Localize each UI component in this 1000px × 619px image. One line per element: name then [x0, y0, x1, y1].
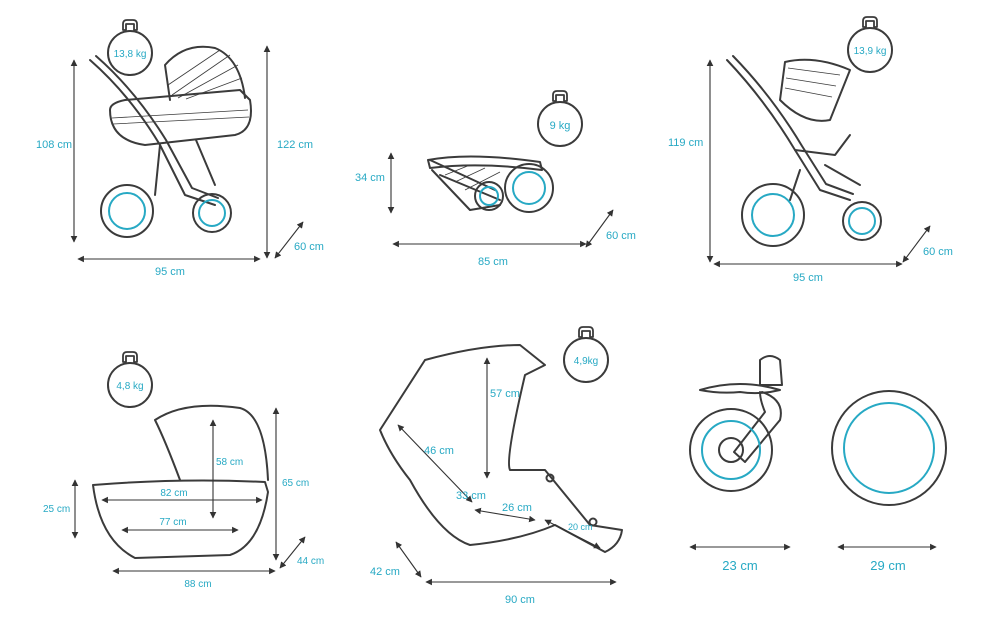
folded-height: 34 cm — [355, 172, 385, 184]
pram-drawing — [89, 19, 252, 238]
pram-width: 60 cm — [294, 241, 324, 253]
folded-length: 85 cm — [478, 256, 508, 268]
carrycot-total-height: 65 cm — [282, 478, 309, 489]
carrycot-width: 44 cm — [297, 556, 324, 567]
stroller-seat-length: 95 cm — [793, 272, 823, 284]
pram-height: 108 cm — [36, 139, 72, 151]
carrycot-weight: 4,8 kg — [116, 381, 143, 392]
carrycot-drawing — [92, 351, 269, 559]
stroller-seat-weight: 13,9 kg — [854, 46, 887, 57]
seat-unit-back-height: 57 cm — [490, 388, 520, 400]
stroller-seat-drawing — [726, 16, 893, 247]
seat-unit-seat-depth: 33 cm — [456, 490, 486, 502]
carrycot-side-height: 25 cm — [43, 504, 70, 515]
pram-dimension-lines — [70, 45, 304, 263]
seat-unit-dimension-lines — [395, 357, 617, 586]
rear-wheel-size: 29 cm — [870, 558, 905, 573]
seat-unit-weight: 4,9kg — [574, 356, 598, 367]
folded-dimension-lines — [387, 152, 614, 248]
pram-total-height: 122 cm — [277, 139, 313, 151]
stroller-seat-dimension-lines — [706, 59, 931, 268]
carrycot-inner-length: 77 cm — [159, 517, 186, 528]
rear-wheel-drawing — [831, 390, 947, 506]
stroller-seat-height: 119 cm — [668, 137, 703, 149]
pram-weight: 13,8 kg — [114, 49, 147, 60]
stroller-seat-width: 60 cm — [923, 246, 953, 258]
folded-weight: 9 kg — [550, 120, 571, 132]
carrycot-inner-height: 58 cm — [216, 457, 243, 468]
seat-unit-back-length: 46 cm — [424, 445, 454, 457]
seat-unit-length: 90 cm — [505, 594, 535, 606]
folded-frame-drawing — [427, 90, 583, 213]
pram-length: 95 cm — [155, 266, 185, 278]
folded-width: 60 cm — [606, 230, 636, 242]
seat-unit-footrest: 20 cm — [568, 522, 593, 532]
seat-unit-seat-width: 26 cm — [502, 502, 532, 514]
front-wheel-size: 23 cm — [722, 558, 757, 573]
front-wheel-drawing — [689, 355, 783, 492]
carrycot-outer-length: 82 cm — [160, 488, 187, 499]
seat-unit-width: 42 cm — [370, 566, 400, 578]
carrycot-length: 88 cm — [184, 579, 211, 590]
carrycot-dimension-lines — [71, 407, 306, 575]
